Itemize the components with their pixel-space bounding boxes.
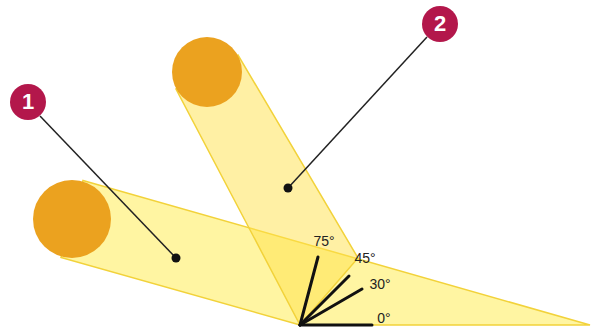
leader-dot	[172, 254, 181, 263]
callout-number: 2	[422, 6, 458, 42]
angle-label: 0°	[377, 311, 390, 325]
angle-label: 75°	[313, 234, 334, 248]
callout-number: 1	[10, 84, 46, 120]
angle-label: 45°	[354, 251, 375, 265]
leader-lines	[40, 37, 427, 258]
sun	[33, 180, 111, 258]
angle-lines	[300, 257, 372, 325]
leader-dot	[284, 184, 293, 193]
angle-label: 30°	[369, 277, 390, 291]
sun	[172, 37, 242, 107]
